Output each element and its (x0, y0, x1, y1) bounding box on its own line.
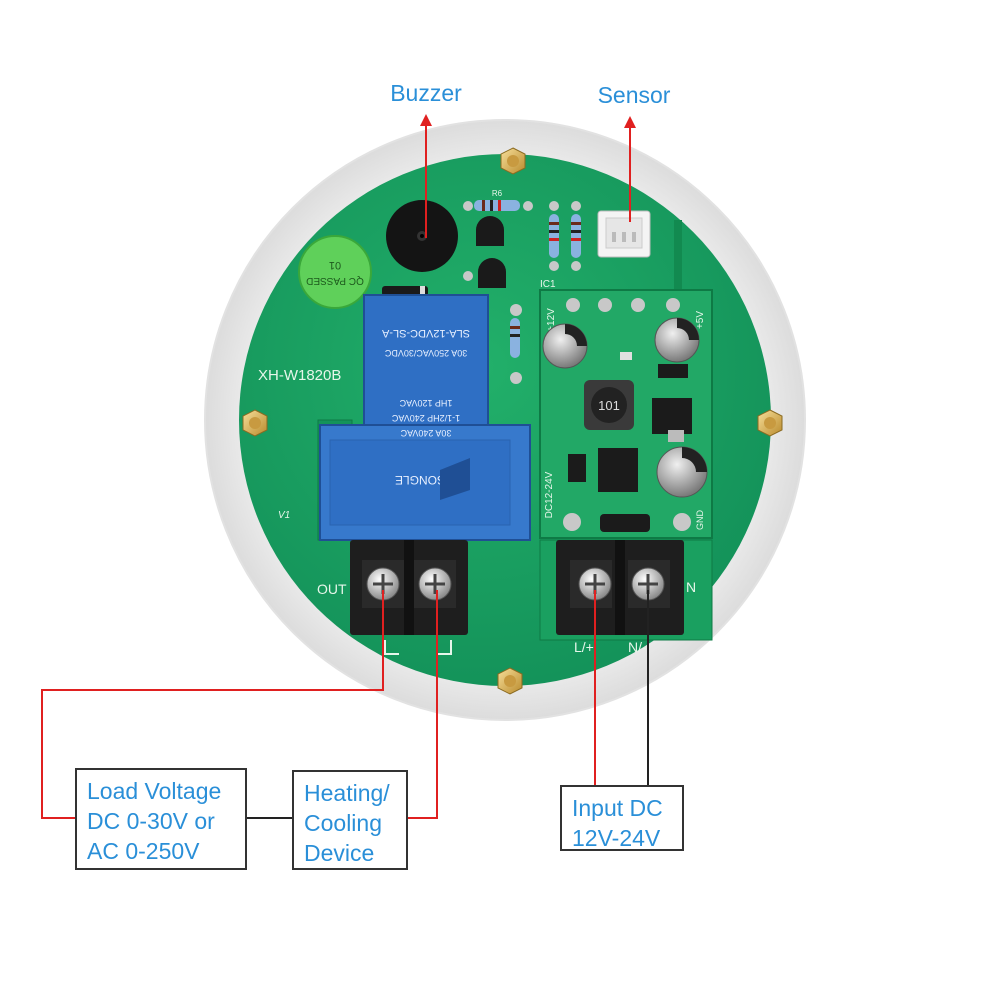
diode (382, 286, 428, 296)
relay-line-3: 1HP 120VAC (399, 398, 452, 408)
load-wire (41, 590, 384, 819)
solder-pad (571, 201, 581, 211)
relay-logo-mark (440, 458, 470, 500)
solder-pad (598, 298, 612, 312)
relay-line-5: SLA-12VDC-SL-A (381, 327, 470, 339)
relay-line-1: 30A 240VAC (400, 428, 451, 438)
ic-chip (652, 398, 692, 434)
qc-sticker (298, 235, 372, 309)
out-label: OUT (317, 581, 347, 597)
smd-component (658, 364, 688, 378)
n-label: N (686, 579, 696, 595)
transistor-q2 (478, 258, 506, 288)
mounting-screw-left (242, 409, 268, 437)
solder-pad (510, 372, 522, 384)
solder-pad (463, 271, 473, 281)
resistor-r6: R6 (474, 189, 520, 211)
solder-pad (549, 201, 559, 211)
solder-pad (631, 298, 645, 312)
power-terminal-block (556, 540, 684, 635)
load-voltage-box: Load Voltage DC 0-30V or AC 0-250V (75, 768, 247, 870)
solder-pad (563, 513, 581, 531)
transistor-q1 (476, 216, 504, 246)
resistor-r2 (571, 214, 581, 258)
sensor-callout: Sensor (597, 82, 671, 108)
qc-text-line1: QC PASSED (306, 275, 364, 286)
model-label: XH-W1820B (258, 367, 341, 384)
dc-range-label: DC12-24V (544, 471, 555, 518)
ic1-label: IC1 (540, 279, 556, 290)
solder-pad (566, 298, 580, 312)
smd-component (620, 352, 632, 360)
heating-cooling-box: Heating/ Cooling Device (292, 770, 408, 870)
switch-symbol (384, 640, 452, 655)
solder-pad (673, 513, 691, 531)
r6-label: R6 (492, 189, 503, 198)
plus5v-label: +5V (695, 311, 706, 329)
qc-text-line2: 01 (329, 259, 341, 271)
relay-line-4: 30A 250VAC/30VDC (384, 348, 467, 358)
lplus-label: L/+ (574, 639, 594, 655)
solder-pad (463, 201, 473, 211)
solder-pad (549, 261, 559, 271)
solder-pad (523, 201, 533, 211)
resistor-r1 (549, 214, 559, 258)
solder-pad (510, 304, 522, 316)
resistor-r3 (510, 318, 520, 358)
relay-spec-text: 30A 240VAC 1-1/2HP 240VAC 1HP 120VAC 30A… (381, 327, 470, 438)
v1-label: V1 (278, 510, 290, 521)
plus12v-label: +12V (546, 308, 557, 332)
solder-pad (666, 298, 680, 312)
diode-d1 (600, 514, 650, 532)
relay-line-2: 1-1/2HP 240VAC (391, 413, 460, 423)
mounting-screw-top (500, 147, 526, 175)
inductor-label: 101 (598, 398, 620, 413)
input-dc-box: Input DC 12V-24V (560, 785, 684, 851)
relay-brand: SONGLE (395, 473, 445, 487)
pcb-trace (674, 220, 682, 320)
buzzer-callout: Buzzer (390, 80, 462, 106)
gnd-label: GND (695, 510, 705, 531)
ic-chip (598, 448, 638, 492)
out-terminal-block (350, 540, 468, 635)
mounting-screw-right (757, 409, 783, 437)
nminus-label: N/- (628, 639, 647, 655)
solder-pad (571, 261, 581, 271)
diode-smd (568, 454, 586, 482)
mounting-screw-bottom (497, 667, 523, 695)
device-wire (407, 590, 438, 819)
